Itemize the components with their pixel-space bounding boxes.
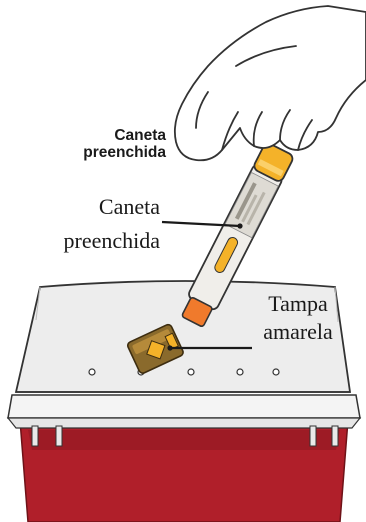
lid-hole [187, 368, 195, 376]
sharps-container [6, 394, 362, 522]
pen-leader-dot [237, 223, 243, 229]
container-lid [14, 280, 352, 393]
lid-hole [272, 368, 280, 376]
hand [173, 5, 366, 162]
pen-label: Caneta preenchida [0, 190, 161, 258]
cap-label-line1: Tampa [268, 291, 328, 316]
container-rim-lip [6, 417, 362, 429]
container-tab-left-2 [55, 425, 63, 447]
lid-hole [236, 368, 244, 376]
cap-leader-dot [167, 345, 173, 351]
cap-label: Tampa amarela [252, 290, 344, 345]
thumb-line [195, 91, 209, 129]
lid-hole [88, 368, 96, 376]
knuckle-line [235, 45, 297, 67]
container-tab-left-1 [31, 425, 39, 447]
pen-label-bold-line2: preenchida [83, 144, 166, 162]
lid-inner-edge [35, 286, 339, 323]
pen-label-bold-line1: Caneta [114, 127, 166, 144]
pen-label-line1: Caneta [98, 194, 160, 219]
pen-leader-line [161, 220, 241, 228]
container-shadow [28, 430, 340, 450]
hand-outline [173, 5, 366, 162]
container-tab-right-2 [331, 425, 339, 447]
finger-line [279, 109, 291, 141]
cap-label-line2: amarela [263, 318, 333, 344]
finger-line [221, 111, 239, 151]
finger-line [297, 119, 313, 151]
pen-label-bold: Caneta preenchida [70, 127, 166, 162]
finger-line [252, 111, 263, 147]
yellow-cap [127, 323, 184, 374]
pen-label-line2: preenchida [63, 228, 161, 254]
container-rim [7, 394, 361, 419]
container-tab-right-1 [309, 425, 317, 447]
prefilled-pen [181, 142, 294, 328]
